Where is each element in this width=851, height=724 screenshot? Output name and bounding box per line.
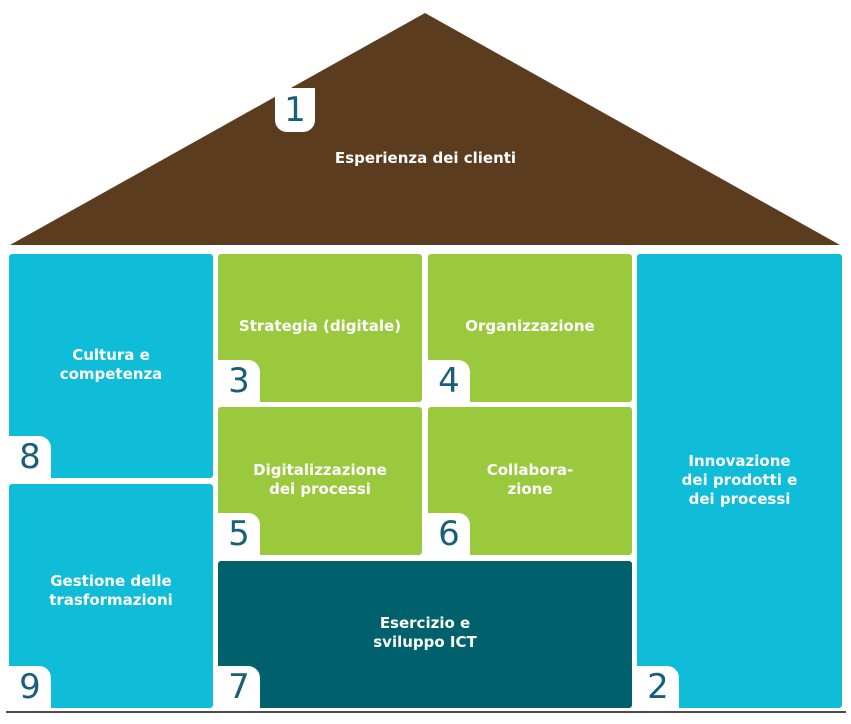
block-innovazione: Innovazione dei prodotti e dei processi … (637, 254, 842, 708)
block-collaborazione: Collabora- zione 6 (428, 407, 632, 555)
block-number: 8 (9, 436, 51, 478)
block-label: Organizzazione (465, 317, 595, 335)
block-label: Gestione delle trasformazioni (49, 572, 173, 609)
block-number: 3 (218, 360, 260, 402)
block-esercizio: Esercizio e sviluppo ICT 7 (218, 561, 632, 708)
block-number: 9 (9, 666, 51, 708)
block-label: Digitalizzazione dei processi (253, 461, 387, 498)
roof: 1 Esperienza dei clienti (0, 0, 851, 250)
block-number: 5 (218, 513, 260, 555)
roof-shape (10, 13, 840, 245)
block-gestione: Gestione delle trasformazioni 9 (9, 484, 213, 708)
roof-label: Esperienza dei clienti (334, 149, 517, 167)
block-number: 7 (218, 666, 260, 708)
block-label: Cultura e competenza (59, 346, 163, 383)
block-label: Collabora- zione (486, 461, 574, 498)
block-cultura: Cultura e competenza 8 (9, 254, 213, 478)
ground-line (6, 711, 846, 713)
block-label: Innovazione dei prodotti e dei processi (681, 452, 798, 508)
block-digitalizzazione: Digitalizzazione dei processi 5 (218, 407, 422, 555)
block-number: 4 (428, 360, 470, 402)
block-number: 2 (637, 666, 679, 708)
block-number: 6 (428, 513, 470, 555)
roof-number: 1 (275, 88, 315, 132)
block-strategia: Strategia (digitale) 3 (218, 254, 422, 402)
block-organizzazione: Organizzazione 4 (428, 254, 632, 402)
block-label: Esercizio e sviluppo ICT (373, 614, 477, 651)
block-label: Strategia (digitale) (238, 317, 402, 335)
